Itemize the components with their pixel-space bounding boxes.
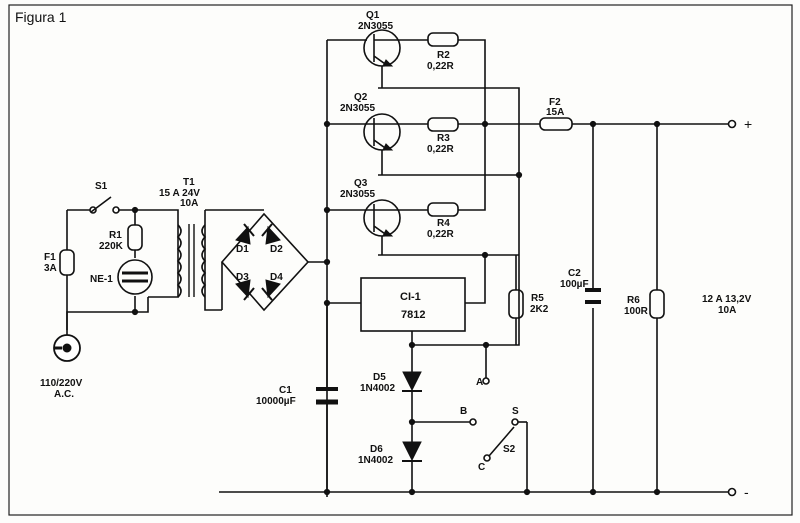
t1-current: 10A [180,198,198,209]
c1-val: 10000µF [256,396,296,407]
q1-ref: Q1 [366,10,380,21]
resistor-r4 [427,202,459,217]
node-s [511,418,519,426]
d3-label: D3 [236,272,249,283]
node-a [482,377,490,385]
mains-voltage: 110/220V [40,378,83,389]
r2-val: 0,22R [427,61,454,72]
transistor-q2 [363,113,402,175]
ci1-part: 7812 [401,309,425,321]
node-a-label: A [476,377,483,388]
mains-plug-icon [53,330,81,362]
figure-title: Figura 1 [15,9,67,25]
f1-val: 3A [44,263,57,274]
diode-d6 [402,441,422,462]
r3-val: 0,22R [427,144,454,155]
d2-label: D2 [270,244,283,255]
q1-part: 2N3055 [358,21,393,32]
c2-ref: C2 [568,268,581,279]
s1-ref: S1 [95,181,108,192]
diode-d2 [261,223,281,245]
regulator-ci1 [360,277,466,332]
capacitor-c2 [585,288,601,304]
resistor-r2 [427,32,459,47]
c2-val: 100µF [560,279,589,290]
d4-label: D4 [270,272,283,283]
d5-part: 1N4002 [360,383,395,394]
d6-part: 1N4002 [358,455,393,466]
fuse-f1 [59,249,75,276]
d1-label: D1 [236,244,249,255]
node-b [469,418,477,426]
diode-d3 [235,279,255,301]
output-spec: 12 A 13,2V [702,294,752,305]
r3-ref: R3 [437,133,450,144]
wiring [66,39,728,497]
r5-val: 2K2 [530,304,549,315]
resistor-r5 [508,289,524,319]
ci1-ref: CI-1 [400,291,421,303]
switch-s2 [488,426,515,457]
resistor-r3 [427,117,459,132]
output-plus-terminal [727,119,737,129]
diode-d4 [261,279,281,301]
node-c-label: C [478,462,485,473]
ne1-ref: NE-1 [90,274,113,285]
output-plus-label: + [744,116,752,132]
f2-val: 15A [546,107,564,118]
t1-ref: T1 [183,177,195,188]
transformer-t1 [176,224,207,298]
d5-ref: D5 [373,372,386,383]
switch-s1 [89,196,120,214]
f1-ref: F1 [44,252,56,263]
figure-frame [8,4,793,516]
f2-ref: F2 [549,97,561,108]
r4-val: 0,22R [427,229,454,240]
resistor-r6 [649,289,665,319]
q2-part: 2N3055 [340,103,375,114]
d6-ref: D6 [370,444,383,455]
r2-ref: R2 [437,50,450,61]
r6-val: 100R [624,306,649,317]
node-c [483,454,491,462]
r1-ref: R1 [109,230,122,241]
q2-ref: Q2 [354,92,368,103]
output-current: 10A [718,305,736,316]
r5-ref: R5 [531,293,544,304]
r1-val: 220K [99,241,124,252]
transistor-q1 [363,29,401,88]
node-b-label: B [460,406,467,417]
output-minus-label: - [744,484,749,500]
mains-ac: A.C. [54,389,74,400]
t1-spec: 15 A 24V [159,188,200,199]
fuse-f2 [539,117,573,131]
q3-part: 2N3055 [340,189,375,200]
q3-ref: Q3 [354,178,368,189]
r6-ref: R6 [627,295,640,306]
node-s-label: S [512,406,519,417]
diode-d1 [235,223,255,245]
s2-ref: S2 [503,444,516,455]
transistor-q3 [363,199,402,255]
c1-ref: C1 [279,385,292,396]
junction-dots [131,120,661,496]
r4-ref: R4 [437,218,450,229]
neon-lamp-ne1 [117,259,153,295]
output-minus-terminal [727,487,737,497]
resistor-r1 [127,224,143,251]
capacitor-c1 [316,303,338,492]
diode-d5 [402,371,422,392]
